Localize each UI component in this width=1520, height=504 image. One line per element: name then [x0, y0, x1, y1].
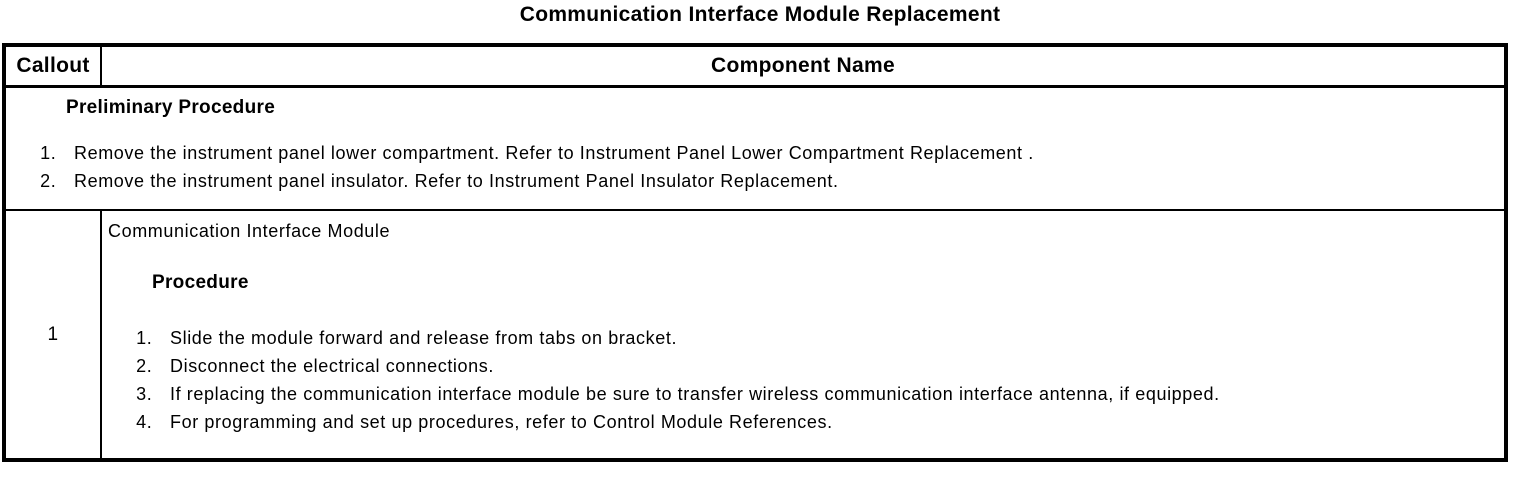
preliminary-procedure-row: Preliminary Procedure Remove the instrum…: [3, 85, 1507, 211]
preliminary-step: Remove the instrument panel lower compar…: [62, 139, 1494, 167]
preliminary-steps-list: Remove the instrument panel lower compar…: [12, 139, 1494, 195]
preliminary-procedure-heading: Preliminary Procedure: [66, 97, 276, 118]
component-name-column-header: Component Name: [100, 44, 1507, 88]
component-cell: Communication Interface Module Procedure…: [100, 209, 1507, 461]
component-name: Communication Interface Module: [108, 221, 391, 241]
component-row: 1 Communication Interface Module Procedu…: [3, 209, 1507, 461]
preliminary-step: Remove the instrument panel insulator. R…: [62, 167, 1494, 195]
procedure-step: Disconnect the electrical connections.: [158, 352, 1275, 380]
preliminary-procedure-cell: Preliminary Procedure Remove the instrum…: [3, 85, 1507, 211]
procedure-steps-list: Slide the module forward and release fro…: [108, 324, 1494, 436]
page-title: Communication Interface Module Replaceme…: [519, 3, 1001, 26]
procedure-step: For programming and set up procedures, r…: [158, 408, 1275, 436]
procedure-heading: Procedure: [152, 272, 249, 293]
procedure-step: If replacing the communication interface…: [158, 380, 1275, 408]
callout-column-header: Callout: [3, 44, 102, 88]
procedure-table: Callout Component Name Preliminary Proce…: [2, 43, 1508, 462]
callout-number-cell: 1: [3, 209, 102, 461]
table-header-row: Callout Component Name: [3, 44, 1507, 88]
procedure-step: Slide the module forward and release fro…: [158, 324, 1275, 352]
